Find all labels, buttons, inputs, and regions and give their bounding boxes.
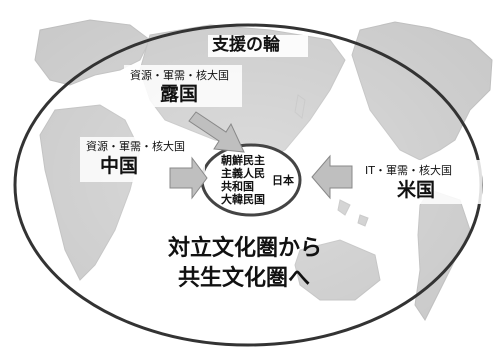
core-line-2: 主義人民 <box>221 167 265 180</box>
core-line-3: 共和国 <box>221 180 254 193</box>
core-japan: 日本 <box>272 174 294 187</box>
arrow-usa <box>311 154 353 200</box>
usa-name: 米国 <box>397 179 436 201</box>
slogan-line-2: 共生文化圏へ <box>178 266 311 291</box>
russia-subtitle: 資源・軍需・核大国 <box>130 69 229 82</box>
china-subtitle: 資源・軍需・核大国 <box>86 140 185 153</box>
usa-subtitle: IT・軍需・核大国 <box>365 164 452 177</box>
china-name: 中国 <box>100 155 139 177</box>
arrow-china <box>169 156 208 200</box>
slogan-line-1: 対立文化圏から <box>168 236 323 261</box>
arrow-russia <box>188 111 245 153</box>
diagram-title: 支援の輪 <box>212 35 280 55</box>
core-line-4: 大韓民国 <box>221 193 265 206</box>
core-line-1: 朝鮮民主 <box>221 154 265 167</box>
russia-name: 露国 <box>160 83 199 105</box>
